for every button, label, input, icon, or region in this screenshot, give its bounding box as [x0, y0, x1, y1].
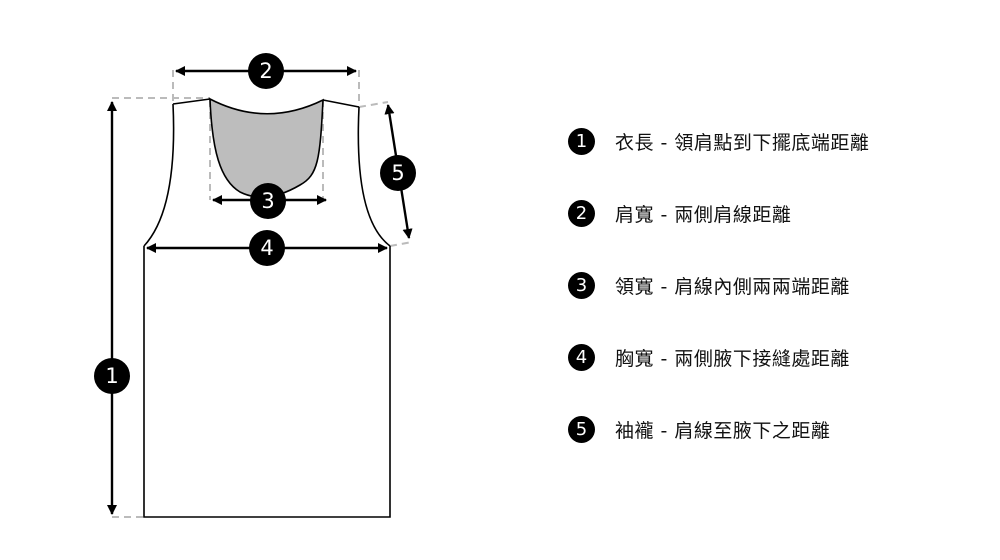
legend-text: 袖襱 - 肩線至腋下之距離	[615, 419, 831, 442]
badge-3-label: 3	[261, 189, 274, 213]
legend-text: 肩寬 - 兩側肩線距離	[615, 203, 792, 226]
legend-badge: 3	[568, 271, 595, 299]
badge-3: 3	[250, 183, 286, 219]
legend-item-armhole: 5 袖襱 - 肩線至腋下之距離	[568, 410, 869, 448]
legend-item-chest: 4 胸寬 - 兩側腋下接縫處距離	[568, 338, 869, 376]
legend-badge: 1	[568, 127, 595, 155]
neckline-fill	[209, 97, 324, 198]
guide-armhole-bottom	[389, 241, 413, 247]
measurement-legend: 1 衣長 - 領肩點到下擺底端距離 2 肩寬 - 兩側肩線距離 3 領寬 - 肩…	[568, 122, 869, 482]
legend-badge: 4	[568, 343, 595, 371]
legend-text: 領寬 - 肩線內側兩兩端距離	[615, 275, 850, 298]
guide-armhole-top	[358, 101, 389, 108]
legend-badge: 5	[568, 415, 595, 443]
legend-text: 衣長 - 領肩點到下擺底端距離	[615, 131, 870, 154]
legend-item-length: 1 衣長 - 領肩點到下擺底端距離	[568, 122, 869, 160]
badge-1-label: 1	[105, 364, 118, 388]
badge-4-label: 4	[260, 236, 273, 260]
badge-4: 4	[249, 230, 285, 266]
legend-item-neck: 3 領寬 - 肩線內側兩兩端距離	[568, 266, 869, 304]
legend-item-shoulder: 2 肩寬 - 兩側肩線距離	[568, 194, 869, 232]
guide-lines	[112, 70, 413, 518]
garment-outline	[143, 98, 391, 518]
badge-2-label: 2	[259, 59, 272, 83]
badge-5: 5	[380, 155, 416, 191]
legend-text: 胸寬 - 兩側腋下接縫處距離	[615, 347, 850, 370]
badge-1: 1	[94, 358, 130, 394]
badge-2: 2	[248, 53, 284, 89]
legend-badge: 2	[568, 199, 595, 227]
badge-5-label: 5	[391, 161, 404, 185]
